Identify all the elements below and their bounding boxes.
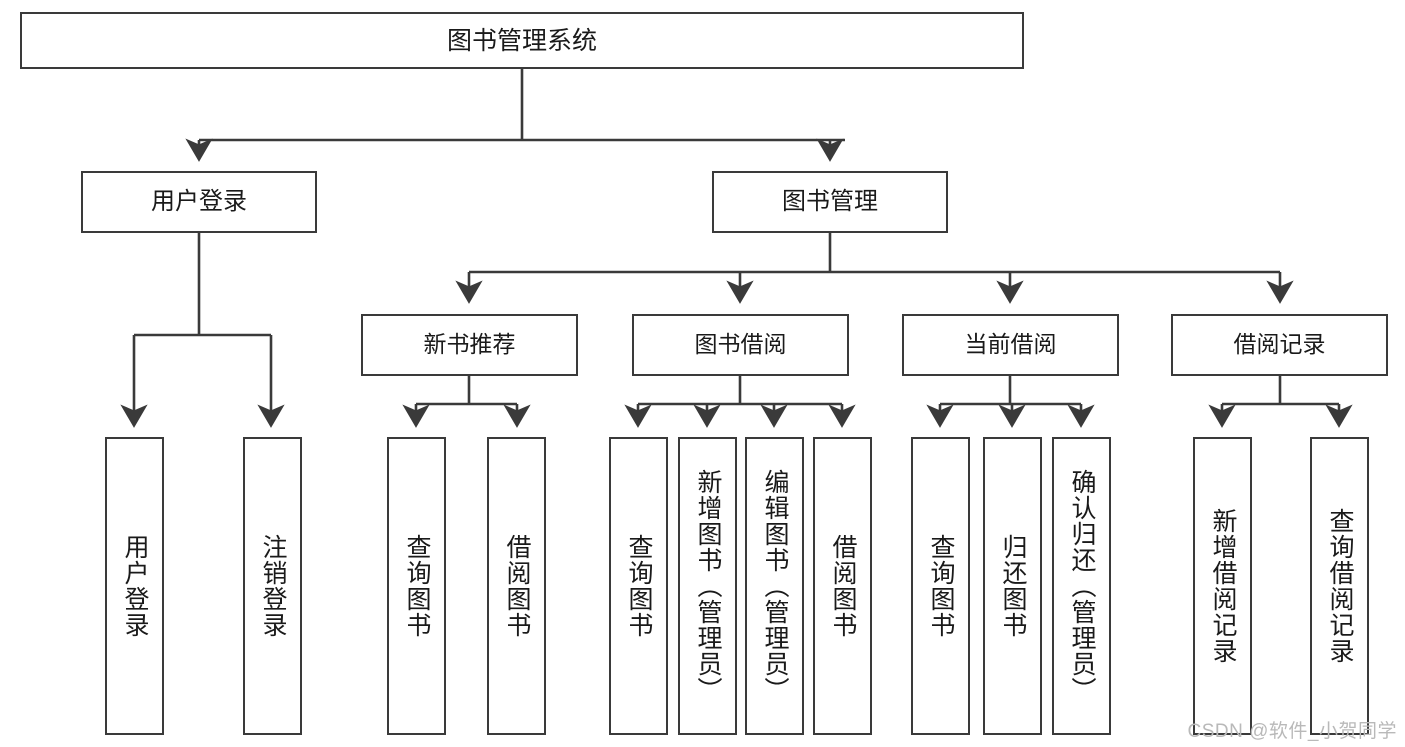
node-leaf-query-record-label: 查询借阅记录 (1326, 508, 1354, 664)
node-leaf-add-book-label: 新增图书（管理员） (694, 469, 722, 703)
node-leaf-return-book-label: 归还图书 (999, 534, 1027, 638)
node-current-borrow[interactable]: 当前借阅 (902, 314, 1119, 376)
node-user-login-label: 用户登录 (151, 187, 247, 215)
node-leaf-user-login[interactable]: 用户登录 (105, 437, 164, 735)
node-leaf-query-book-3-label: 查询图书 (927, 534, 955, 638)
connectors-borrowrecord-to-leaves (1208, 376, 1353, 428)
connectors-root-to-level2 (185, 69, 845, 162)
node-leaf-query-record[interactable]: 查询借阅记录 (1310, 437, 1369, 735)
connectors-newbookrec-to-leaves (402, 376, 531, 428)
node-leaf-query-book-1[interactable]: 查询图书 (387, 437, 446, 735)
node-leaf-query-book-2[interactable]: 查询图书 (609, 437, 668, 735)
node-book-manage[interactable]: 图书管理 (712, 171, 948, 233)
node-current-borrow-label: 当前借阅 (964, 331, 1057, 358)
node-new-book-rec[interactable]: 新书推荐 (361, 314, 578, 376)
node-leaf-query-book-2-label: 查询图书 (625, 534, 653, 638)
node-leaf-edit-book[interactable]: 编辑图书（管理员） (745, 437, 804, 735)
connectors-bookborrow-to-leaves (624, 376, 856, 428)
node-book-manage-label: 图书管理 (782, 187, 878, 215)
node-leaf-user-login-label: 用户登录 (121, 534, 149, 638)
node-leaf-borrow-book-1[interactable]: 借阅图书 (487, 437, 546, 735)
node-leaf-confirm-return[interactable]: 确认归还（管理员） (1052, 437, 1111, 735)
node-leaf-borrow-book-1-label: 借阅图书 (503, 534, 531, 638)
node-book-borrow[interactable]: 图书借阅 (632, 314, 849, 376)
node-leaf-confirm-return-label: 确认归还（管理员） (1068, 469, 1096, 703)
node-leaf-borrow-book-2-label: 借阅图书 (829, 534, 857, 638)
connectors-bookmanage-to-level3 (455, 233, 1294, 304)
node-leaf-add-book[interactable]: 新增图书（管理员） (678, 437, 737, 735)
node-leaf-borrow-book-2[interactable]: 借阅图书 (813, 437, 872, 735)
node-leaf-edit-book-label: 编辑图书（管理员） (761, 469, 789, 703)
node-root-system[interactable]: 图书管理系统 (20, 12, 1024, 69)
node-root-system-label: 图书管理系统 (446, 26, 597, 55)
node-leaf-add-record-label: 新增借阅记录 (1209, 508, 1237, 664)
connectors-currentborrow-to-leaves (926, 376, 1095, 428)
node-leaf-query-book-1-label: 查询图书 (403, 534, 431, 638)
node-borrow-record[interactable]: 借阅记录 (1171, 314, 1388, 376)
node-leaf-add-record[interactable]: 新增借阅记录 (1193, 437, 1252, 735)
node-borrow-record-label: 借阅记录 (1233, 331, 1326, 358)
node-new-book-rec-label: 新书推荐 (423, 331, 516, 358)
node-user-login[interactable]: 用户登录 (81, 171, 317, 233)
node-leaf-logout[interactable]: 注销登录 (243, 437, 302, 735)
node-leaf-return-book[interactable]: 归还图书 (983, 437, 1042, 735)
node-leaf-logout-label: 注销登录 (259, 534, 287, 638)
node-leaf-query-book-3[interactable]: 查询图书 (911, 437, 970, 735)
connectors-userlogin-to-leaves (120, 233, 285, 428)
node-book-borrow-label: 图书借阅 (694, 331, 787, 358)
